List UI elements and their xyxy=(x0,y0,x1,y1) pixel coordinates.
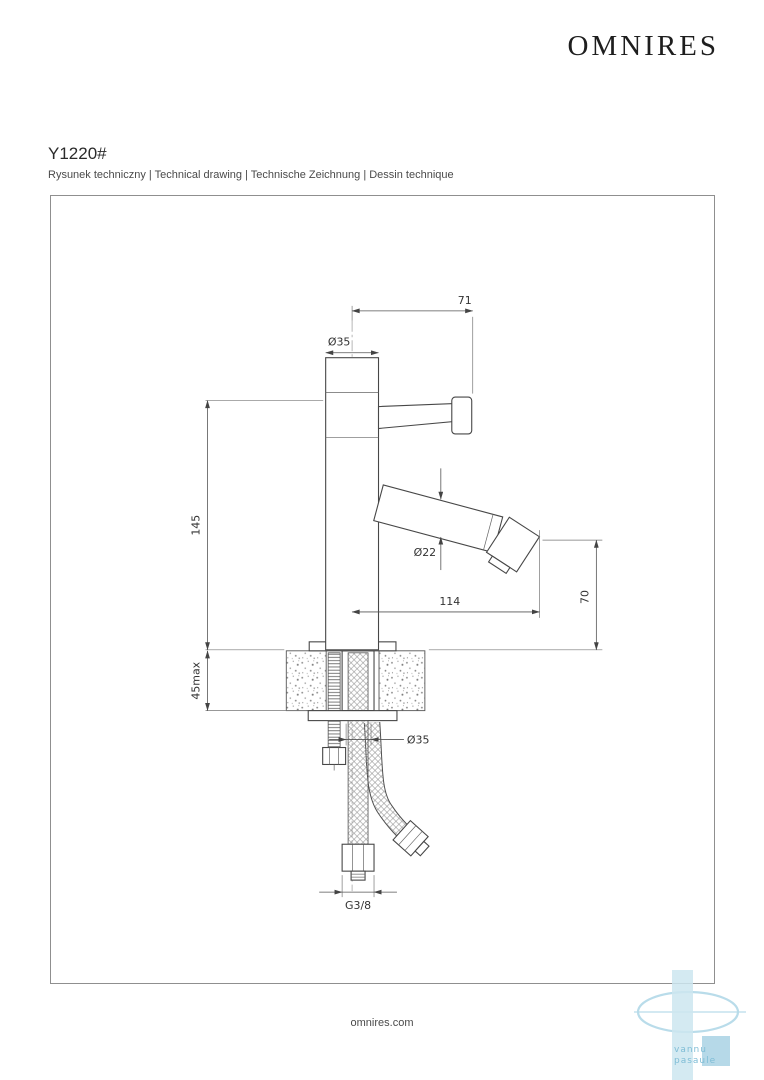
dim-top-diameter-label: Ø35 xyxy=(328,336,351,349)
threaded-rod-upper xyxy=(327,652,341,712)
drawing-frame: 71 Ø35 145 45max Ø22 xyxy=(50,195,715,984)
countertop-section xyxy=(285,650,426,712)
watermark-text-line2: pasaule xyxy=(674,1056,716,1066)
dim-thread-label: G3/8 xyxy=(345,899,371,912)
faucet-handle xyxy=(377,396,473,435)
product-code: Y1220# xyxy=(48,144,107,163)
bent-hose-nut xyxy=(392,819,430,857)
hose-nut xyxy=(341,843,375,881)
watermark-square xyxy=(702,1036,730,1066)
aerator-outlet xyxy=(487,555,511,575)
dim-spout-diameter-label: Ø22 xyxy=(414,546,437,559)
watermark: vannu pasaule xyxy=(634,970,746,1080)
dim-deck-thickness-label: 45max xyxy=(190,661,203,699)
watermark-faucet-bar xyxy=(672,970,693,1080)
dim-outlet-height-label: 70 xyxy=(578,590,591,604)
faucet-drawing: 71 Ø35 145 45max Ø22 xyxy=(190,294,603,912)
faucet-spout xyxy=(373,484,541,575)
hose-upper xyxy=(347,652,369,712)
mounting-nut xyxy=(322,746,347,771)
flexible-hose-bent xyxy=(363,722,430,857)
flexible-hose xyxy=(341,720,375,881)
dim-spout-reach-label: 114 xyxy=(439,595,460,608)
watermark-text-line1: vannu xyxy=(674,1045,707,1055)
footer-website[interactable]: omnires.com xyxy=(350,1017,414,1029)
technical-drawing: 71 Ø35 145 45max Ø22 xyxy=(190,294,603,912)
mounting-flange xyxy=(307,710,398,722)
dim-body-height-label: 145 xyxy=(190,515,203,536)
faucet-body xyxy=(325,357,380,651)
dimensions: 71 Ø35 145 45max Ø22 xyxy=(190,294,603,912)
drawing-subtitle: Rysunek techniczny | Technical drawing |… xyxy=(48,169,454,181)
brand-logo: OMNIRES xyxy=(567,30,719,62)
threaded-rod-lower xyxy=(327,720,341,748)
dim-base-diameter-label: Ø35 xyxy=(407,734,430,747)
dim-handle-length-label: 71 xyxy=(458,294,472,307)
